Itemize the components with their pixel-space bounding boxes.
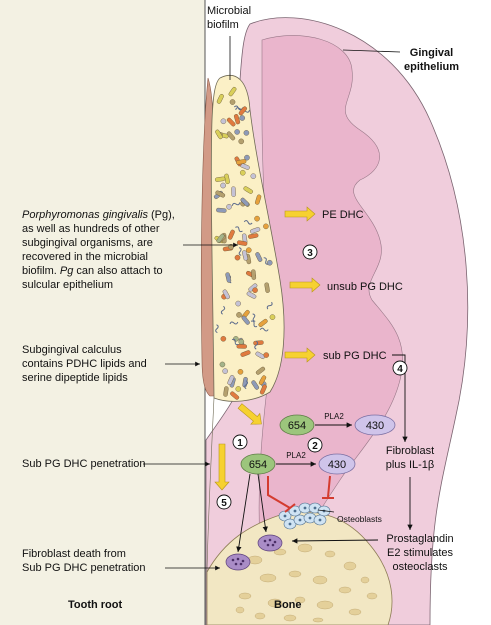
bacteria-icon	[220, 362, 225, 367]
microbial-biofilm-label: Microbial biofilm	[207, 4, 251, 32]
calculus-description: Subgingival calculus contains PDHC lipid…	[22, 343, 147, 385]
osteoclast-cell-icon	[258, 535, 282, 551]
penetration-description: Sub PG DHC penetration	[22, 457, 146, 471]
bacteria-icon	[236, 301, 241, 306]
bacteria-icon	[216, 208, 226, 213]
prostaglandin-label: Prostaglandin E2 stimulates osteoclasts	[378, 532, 462, 574]
svg-text:2: 2	[312, 441, 318, 452]
bacteria-icon	[221, 119, 226, 124]
svg-text:5: 5	[221, 498, 227, 509]
bacteria-icon	[239, 339, 244, 344]
bacteria-icon	[246, 248, 251, 253]
bacteria-icon	[230, 99, 235, 104]
lipid-430-bottom: 430	[319, 454, 355, 474]
step-circle-2: 2	[308, 438, 322, 452]
pg-description: Porphyromonas gingivalis (Pg), as well a…	[22, 208, 204, 292]
tooth-root-label: Tooth root	[68, 598, 122, 612]
bacteria-icon	[252, 288, 257, 293]
bacteria-icon	[267, 260, 272, 265]
step-circle-3: 3	[303, 245, 317, 259]
fibroblast-death-description: Fibroblast death from Sub PG DHC penetra…	[22, 547, 146, 575]
svg-text:1: 1	[237, 438, 243, 449]
pla2-bottom-label: PLA2	[286, 451, 306, 460]
bacteria-icon	[251, 174, 256, 179]
lipid-430-top: 430	[355, 415, 395, 435]
bacteria-icon	[236, 386, 241, 391]
bone-label: Bone	[274, 598, 302, 612]
osteoblasts-label: Osteoblasts	[337, 514, 382, 524]
bacteria-icon	[251, 269, 256, 279]
bacteria-icon	[240, 170, 245, 175]
bacteria-icon	[220, 183, 225, 188]
osteoclast-cell-icon	[226, 554, 250, 570]
bacteria-icon	[264, 352, 269, 357]
svg-text:4: 4	[397, 364, 403, 375]
lipid-654-bottom-label: 654	[249, 459, 267, 471]
fibroblast-il-label: Fibroblast plus IL-1β	[373, 444, 447, 472]
pe-dhc-label: PE DHC	[322, 209, 364, 221]
lipid-654-bottom: 654	[241, 454, 275, 474]
gingival-epithelium-label: Gingival epithelium	[404, 46, 459, 74]
bacteria-icon	[240, 115, 245, 120]
bacteria-icon	[239, 139, 244, 144]
sub-pg-dhc-label: sub PG DHC	[323, 350, 387, 362]
bacteria-icon	[253, 340, 263, 345]
lipid-654-top-label: 654	[288, 420, 306, 432]
bacteria-icon	[244, 130, 249, 135]
bacteria-icon	[226, 204, 231, 209]
tooth-root-region	[0, 0, 205, 625]
bacteria-icon	[236, 312, 241, 317]
bacteria-icon	[235, 255, 240, 260]
bacteria-icon	[270, 315, 275, 320]
bacteria-icon	[238, 369, 243, 374]
bacteria-icon	[263, 224, 268, 229]
lipid-654-top: 654	[280, 415, 314, 435]
pla2-top-label: PLA2	[324, 412, 344, 421]
unsub-pg-dhc-label: unsub PG DHC	[327, 281, 403, 293]
step-circle-4: 4	[393, 361, 407, 375]
bacteria-icon	[231, 187, 235, 197]
bacteria-icon	[223, 369, 228, 374]
lipid-430-top-label: 430	[366, 420, 384, 432]
bacteria-icon	[235, 129, 240, 134]
step-circle-5: 5	[217, 495, 231, 509]
svg-text:3: 3	[307, 248, 313, 259]
lipid-430-bottom-label: 430	[328, 459, 346, 471]
bacteria-icon	[221, 336, 226, 341]
bacteria-icon	[254, 216, 259, 221]
step-circle-1: 1	[233, 435, 247, 449]
